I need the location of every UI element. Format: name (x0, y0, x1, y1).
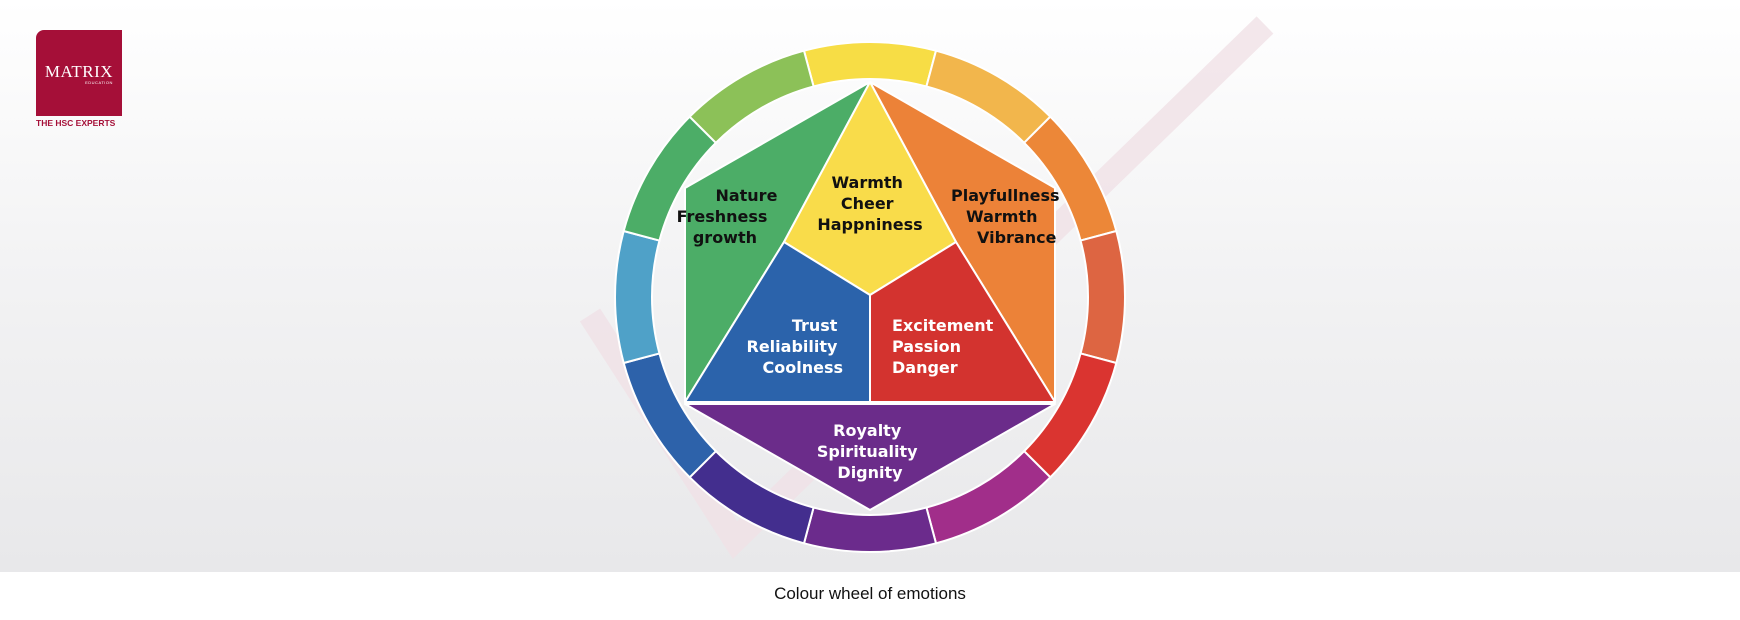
logo-badge: MATRIX EDUCATION (36, 30, 122, 116)
segment-purple (684, 403, 1056, 511)
ring-segment-yellow (802, 41, 938, 88)
label-blue-line3: Coolness (763, 358, 844, 377)
ring-segment-yellow-green (688, 49, 815, 145)
label-green-line1: Nature (715, 186, 777, 205)
label-blue-line2: Reliability (747, 337, 838, 356)
logo-sub: EDUCATION (85, 79, 113, 85)
label-red-line2: Passion (892, 337, 961, 356)
label-blue: Trust Reliability Coolness (747, 316, 844, 377)
ring-segment-teal (614, 229, 661, 365)
diagram-stage: MATRIX EDUCATION THE HSC EXPERTS Nature … (0, 0, 1740, 572)
label-green-line2: Freshness (677, 207, 768, 226)
outer-ring (614, 41, 1126, 553)
label-purple-line3: Dignity (837, 463, 903, 482)
label-blue-line1: Trust (792, 316, 838, 335)
label-green-line3: growth (693, 228, 757, 247)
label-orange: Playfullness Warmth Vibrance (951, 186, 1065, 247)
logo-word: MATRIX (44, 61, 114, 81)
label-red-line1: Excitement (892, 316, 994, 335)
matrix-logo: MATRIX EDUCATION THE HSC EXPERTS (36, 30, 122, 128)
label-orange-line3: Vibrance (977, 228, 1057, 247)
logo-tagline: THE HSC EXPERTS (36, 118, 116, 128)
ring-segment-purple (802, 506, 938, 553)
label-yellow-line1: Warmth (831, 173, 902, 192)
ring-segment-red-orange (1079, 229, 1126, 365)
label-purple-line1: Royalty (833, 421, 902, 440)
segment-red (869, 241, 1056, 403)
label-red: Excitement Passion Danger (892, 316, 999, 377)
label-purple: Royalty Spirituality Dignity (817, 421, 923, 482)
label-orange-line1: Playfullness (951, 186, 1060, 205)
label-green: Nature Freshness growth (677, 186, 783, 247)
colour-wheel: Nature Freshness growth Warmth Cheer Hap… (579, 16, 1274, 559)
label-purple-line2: Spirituality (817, 442, 918, 461)
label-orange-line2: Warmth (966, 207, 1037, 226)
label-yellow-line3: Happniness (817, 215, 922, 234)
label-yellow-line2: Cheer (841, 194, 894, 213)
label-yellow: Warmth Cheer Happniness (817, 173, 922, 234)
figure-caption: Colour wheel of emotions (774, 584, 966, 603)
label-red-line3: Danger (892, 358, 958, 377)
